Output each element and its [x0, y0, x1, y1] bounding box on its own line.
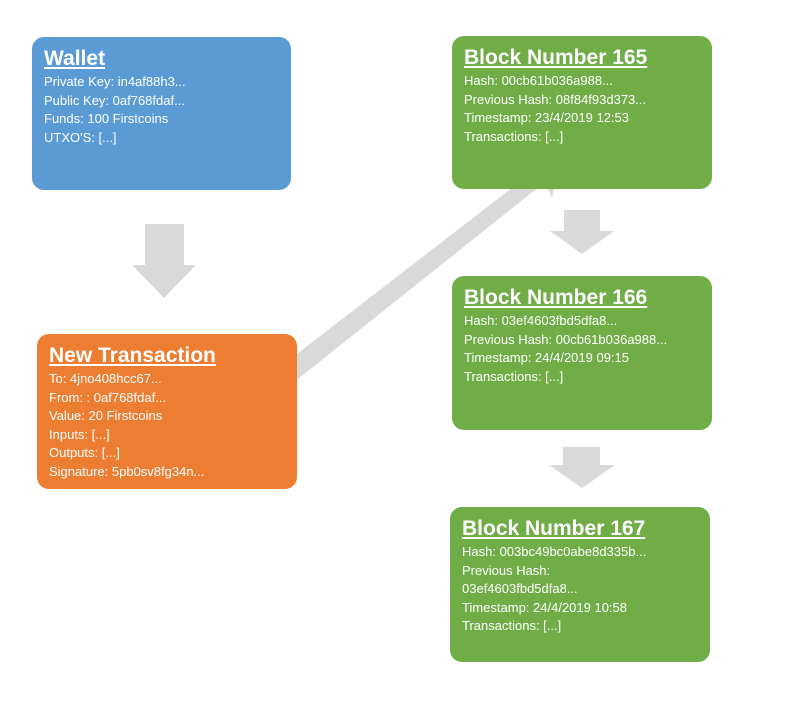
- arrow-block-165-to-166: [550, 210, 614, 254]
- wallet-funds: Funds: 100 Firstcoins: [44, 111, 169, 126]
- block-167-previous-hash-label: Previous Hash:: [462, 562, 551, 578]
- arrow-wallet-to-transaction: [132, 224, 196, 298]
- wallet-title: Wallet: [44, 47, 106, 70]
- transaction-to: To: 4jno408hcc67...: [49, 371, 162, 386]
- block-165-transactions: Transactions: [...]: [464, 128, 564, 144]
- block-165-title: Block Number 165: [464, 46, 648, 69]
- transaction-value: Value: 20 Firstcoins: [49, 408, 163, 423]
- block-166-previous-hash: Previous Hash: 00cb61b036a988...: [464, 331, 668, 347]
- transaction-outputs: Outputs: [...]: [49, 445, 120, 460]
- block-165-hash: Hash: 00cb61b036a988...: [464, 73, 613, 88]
- new-transaction-box: New Transaction To: 4jno408hcc67... From…: [37, 334, 297, 489]
- wallet-box: Wallet Private Key: in4af88h3... Public …: [32, 37, 291, 190]
- transaction-signature: Signature: 5pb0sv8fg34n...: [49, 463, 205, 479]
- block-167-hash: Hash: 003bc49bc0abe8d335b...: [462, 544, 647, 559]
- block-166-box: Block Number 166 Hash: 03ef4603fbd5dfa8.…: [452, 276, 712, 430]
- wallet-private-key: Private Key: in4af88h3...: [44, 74, 186, 89]
- transaction-inputs: Inputs: [...]: [49, 426, 110, 442]
- arrow-block-166-to-167: [549, 447, 615, 488]
- block-165-previous-hash: Previous Hash: 08f84f93d373...: [464, 91, 647, 107]
- block-167-box: Block Number 167 Hash: 003bc49bc0abe8d33…: [450, 507, 710, 662]
- block-166-transactions: Transactions: [...]: [464, 368, 564, 384]
- transaction-title: New Transaction: [49, 344, 216, 367]
- block-166-title: Block Number 166: [464, 286, 648, 309]
- arrow-transaction-to-block-165: [245, 164, 559, 410]
- block-165-timestamp: Timestamp: 23/4/2019 12:53: [464, 110, 630, 125]
- wallet-public-key: Public Key: 0af768fdaf...: [44, 92, 185, 108]
- transaction-from: From: : 0af768fdaf...: [49, 389, 167, 405]
- block-167-transactions: Transactions: [...]: [462, 618, 562, 633]
- block-166-hash: Hash: 03ef4603fbd5dfa8...: [464, 313, 618, 328]
- wallet-utxos: UTXO'S: [...]: [44, 129, 117, 145]
- block-167-title: Block Number 167: [462, 517, 646, 540]
- block-166-timestamp: Timestamp: 24/4/2019 09:15: [464, 350, 630, 365]
- block-165-box: Block Number 165 Hash: 00cb61b036a988...…: [452, 36, 712, 189]
- block-167-previous-hash-value: 03ef4603fbd5dfa8...: [462, 581, 578, 596]
- block-167-timestamp: Timestamp: 24/4/2019 10:58: [462, 599, 628, 615]
